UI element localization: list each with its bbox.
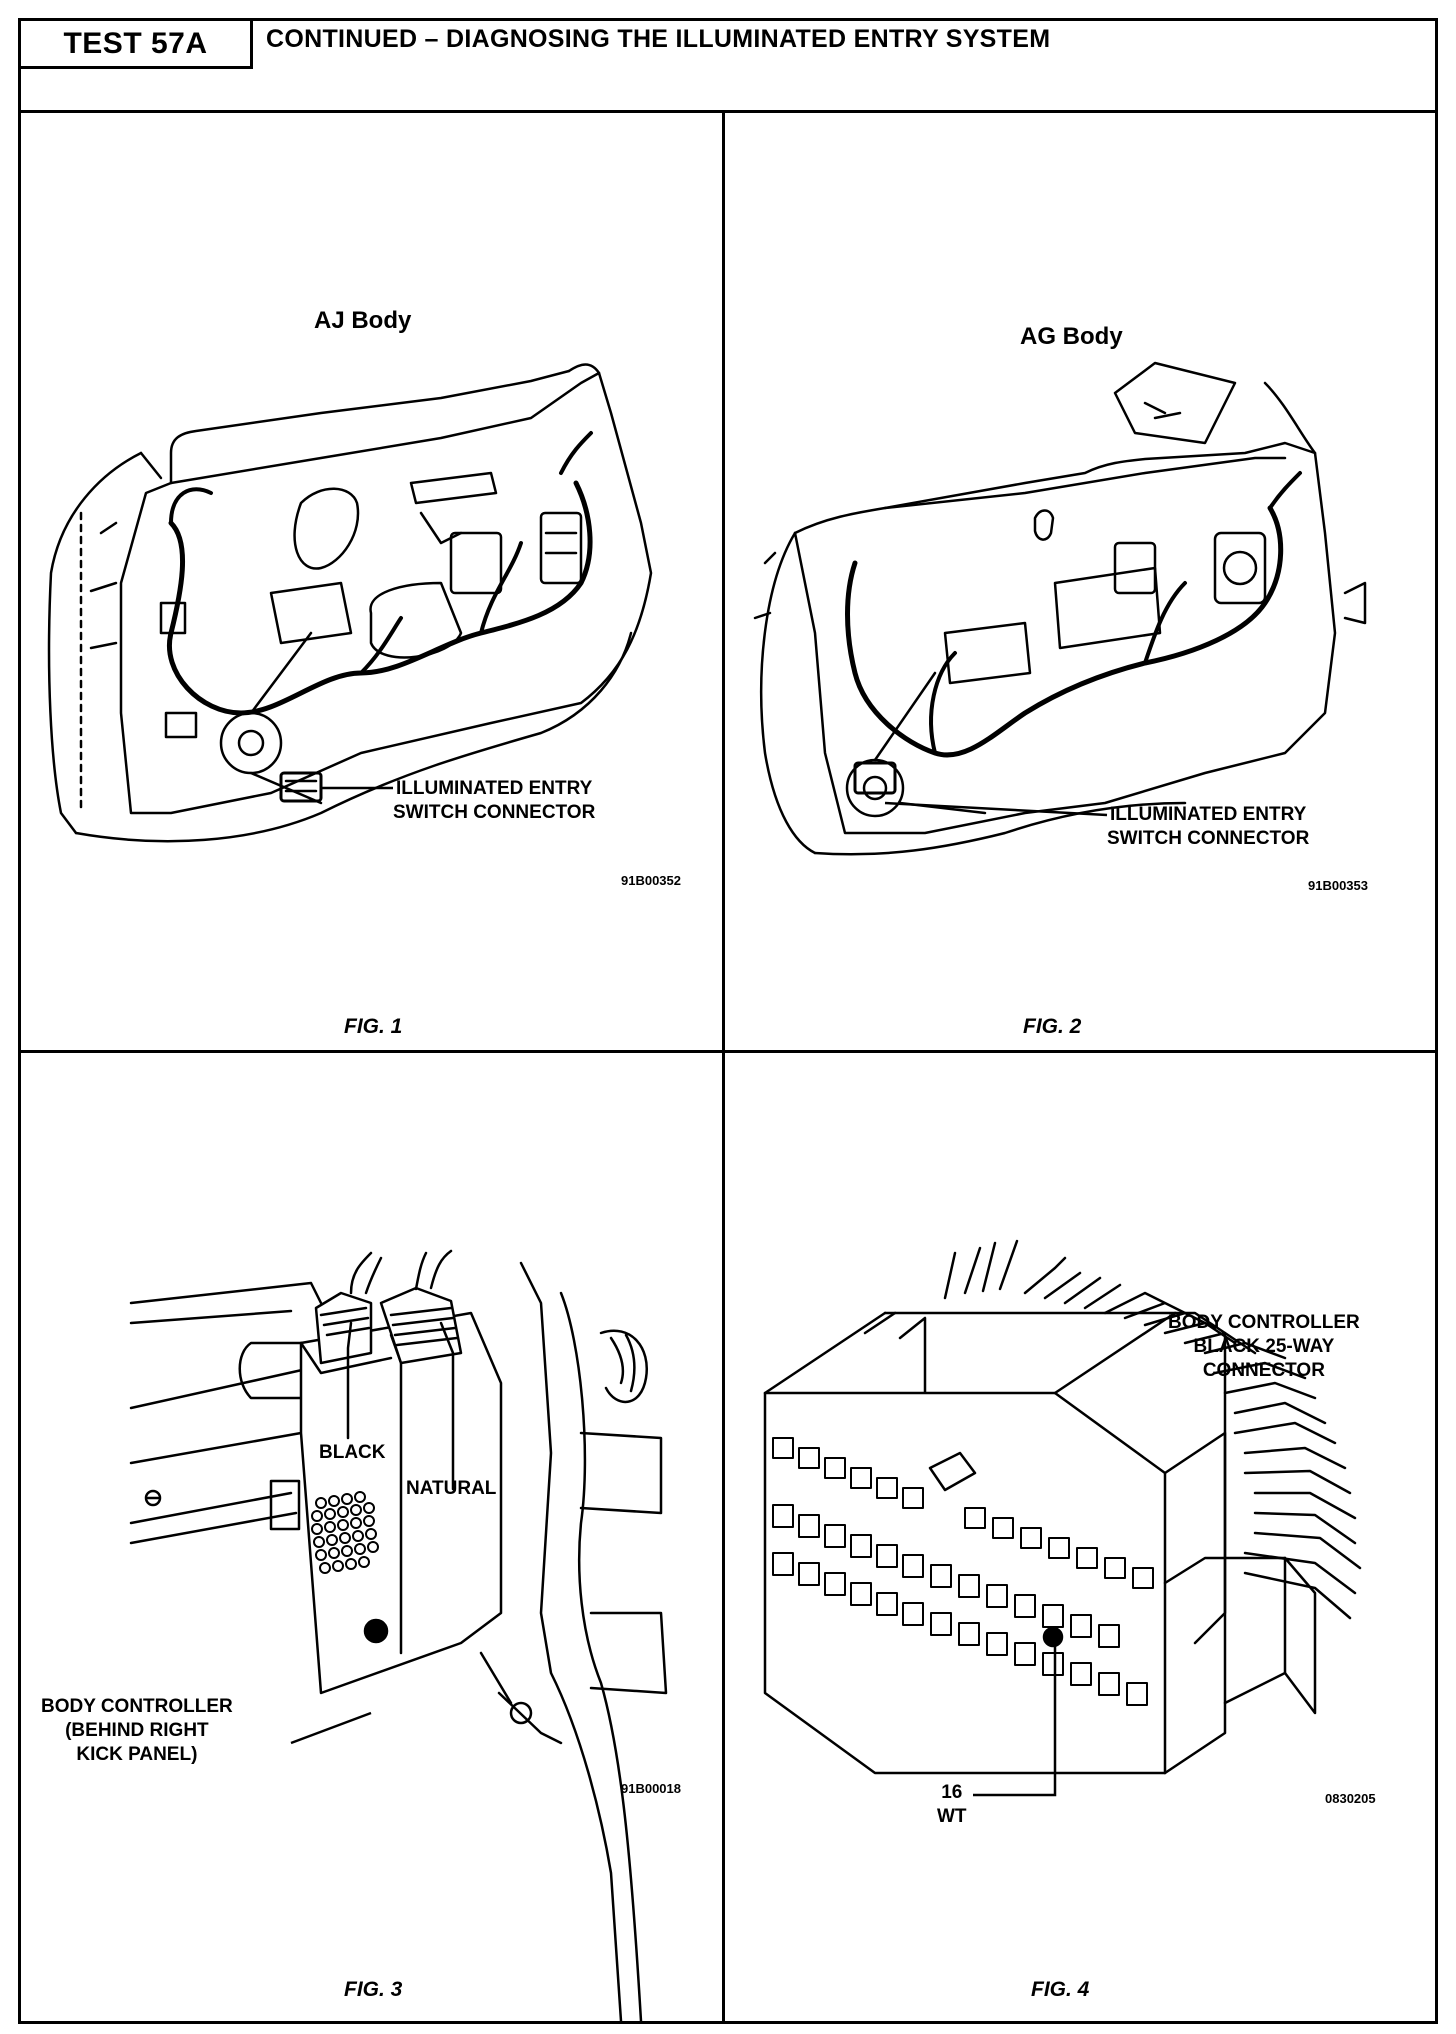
pin-wire-color: WT <box>937 1806 967 1827</box>
figure-1-callout: ILLUMINATED ENTRY SWITCH CONNECTOR <box>393 777 595 825</box>
figure-1-caption: FIG. 1 <box>344 1015 403 1038</box>
connector-title-line-2: BLACK 25-WAY <box>1193 1336 1335 1357</box>
test-number: TEST 57A <box>63 26 208 60</box>
body-controller-callout-line-2: (BEHIND RIGHT <box>65 1720 209 1741</box>
column-divider <box>722 110 725 2021</box>
row-divider <box>21 1050 1435 1053</box>
ag-body-door-illustration <box>753 361 1367 856</box>
aj-body-door-illustration <box>47 363 653 843</box>
figure-4-caption: FIG. 4 <box>1031 1978 1090 2001</box>
figure-2-code: 91B00353 <box>1308 878 1368 893</box>
figure-2-callout-line-1: ILLUMINATED ENTRY <box>1109 804 1307 825</box>
figure-2-body-title: AG Body <box>1020 323 1123 350</box>
body-controller-callout: BODY CONTROLLER (BEHIND RIGHT KICK PANEL… <box>41 1695 233 1767</box>
body-controller-connector-illustration <box>763 1239 1362 1797</box>
figure-1-code: 91B00352 <box>621 873 681 888</box>
diagnostic-page: TEST 57A CONTINUED – DIAGNOSING THE ILLU… <box>18 18 1438 2024</box>
header-divider <box>21 110 1435 113</box>
figure-2-caption: FIG. 2 <box>1023 1015 1082 1038</box>
figure-3-caption: FIG. 3 <box>344 1978 403 2001</box>
body-controller-callout-line-3: KICK PANEL) <box>76 1744 198 1765</box>
figure-2-panel: AG Body <box>725 113 1435 1050</box>
figure-4-panel: BODY CONTROLLER BLACK 25-WAY CONNECTOR 1… <box>725 1053 1435 2021</box>
figure-2-callout: ILLUMINATED ENTRY SWITCH CONNECTOR <box>1107 803 1309 851</box>
connector-title: BODY CONTROLLER BLACK 25-WAY CONNECTOR <box>1168 1311 1360 1383</box>
figure-4-code: 0830205 <box>1325 1791 1376 1806</box>
figure-1-panel: AJ Body <box>21 113 722 1050</box>
figure-1-callout-line-2: SWITCH CONNECTOR <box>393 802 596 823</box>
connector-title-line-3: CONNECTOR <box>1202 1360 1325 1381</box>
pin-number: 16 <box>941 1782 963 1803</box>
pin-16-callout: 16 WT <box>937 1781 967 1829</box>
figure-3-panel: BLACK NATURAL BODY CONTROLLER (BEHIND RI… <box>21 1053 722 2021</box>
body-controller-callout-line-1: BODY CONTROLLER <box>41 1696 233 1717</box>
figure-1-callout-line-1: ILLUMINATED ENTRY <box>395 778 593 799</box>
connector-title-line-1: BODY CONTROLLER <box>1168 1312 1360 1333</box>
test-number-box: TEST 57A <box>21 21 253 69</box>
figure-3-code: 91B00018 <box>621 1781 681 1796</box>
black-connector-label: BLACK <box>319 1442 386 1463</box>
body-controller-location-illustration <box>129 1249 668 2021</box>
natural-connector-label: NATURAL <box>406 1478 497 1499</box>
figure-2-callout-line-2: SWITCH CONNECTOR <box>1107 828 1310 849</box>
figure-1-body-title: AJ Body <box>314 307 412 334</box>
page-title: CONTINUED – DIAGNOSING THE ILLUMINATED E… <box>266 25 1051 53</box>
